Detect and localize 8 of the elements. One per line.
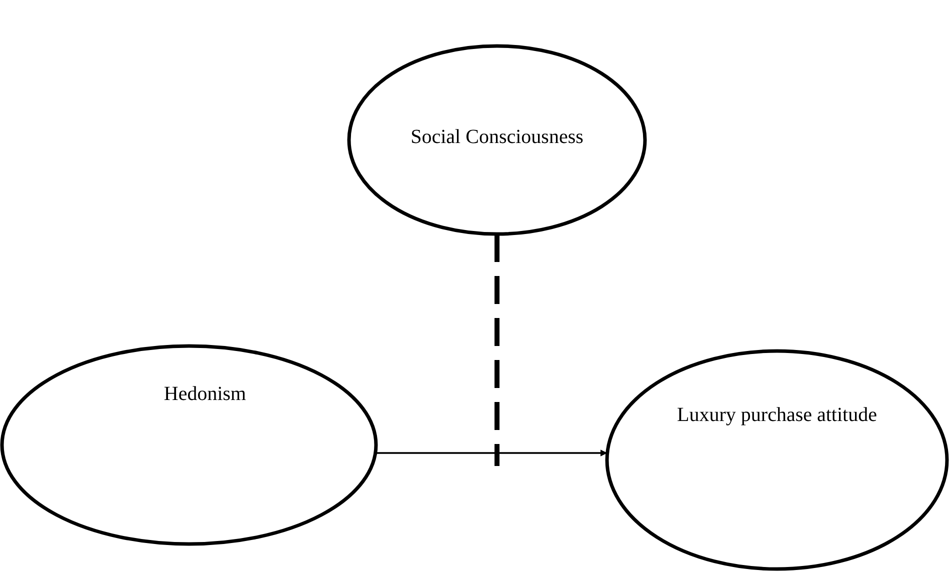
arrow [375, 450, 608, 456]
node-label: Social Consciousness [410, 125, 584, 150]
dashed-line [494, 234, 500, 466]
ellipse-node [605, 349, 949, 571]
ellipse-node [0, 344, 378, 546]
ellipse-node [347, 44, 647, 236]
node-label: Hedonism [162, 382, 248, 407]
node-label: Luxury purchase attitude [677, 403, 877, 428]
